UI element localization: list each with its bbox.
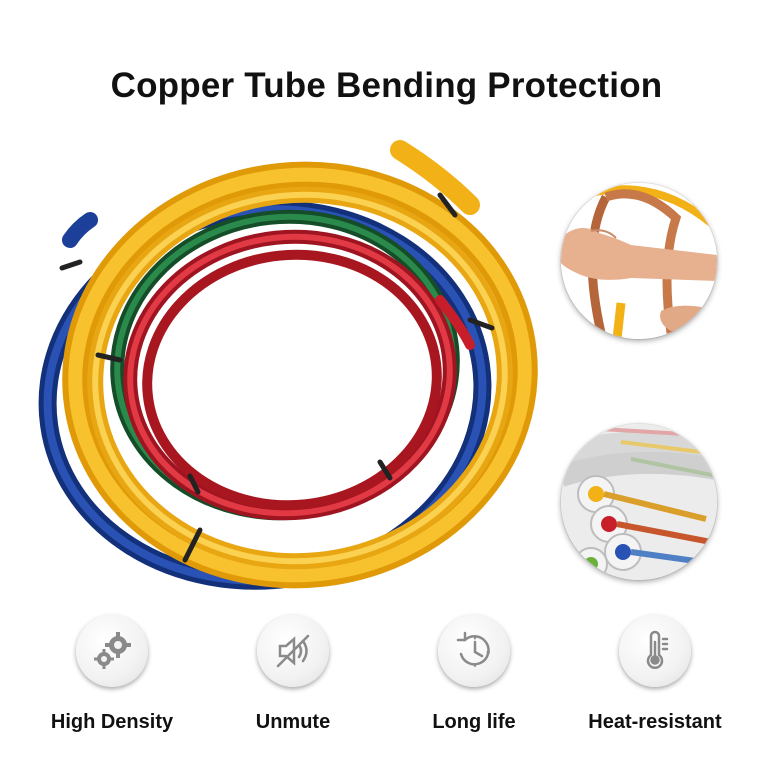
feature-label: Heat-resistant <box>588 711 722 733</box>
bending-demo-photo <box>561 183 717 339</box>
red-tube-coil <box>123 229 475 521</box>
thermometer-icon <box>619 615 691 687</box>
tube-ends <box>574 475 717 580</box>
feature-label: High Density <box>50 711 174 733</box>
insulated-tubes-photo <box>561 424 717 580</box>
page-title: Copper Tube Bending Protection <box>110 66 663 105</box>
feature-label: Unmute <box>255 711 331 733</box>
feature-high-density: High Density <box>27 615 197 745</box>
feature-long-life: Long life <box>389 615 559 745</box>
feature-label: Long life <box>432 711 516 733</box>
yellow-tube-coil <box>62 140 538 589</box>
cable-ties <box>59 192 495 563</box>
gears-icon <box>76 615 148 687</box>
clock-refresh-icon <box>438 615 510 687</box>
feature-unmute: Unmute <box>208 615 378 745</box>
sound-wave-muted-icon <box>257 615 329 687</box>
feature-heat-resistant: Heat-resistant <box>570 615 740 745</box>
